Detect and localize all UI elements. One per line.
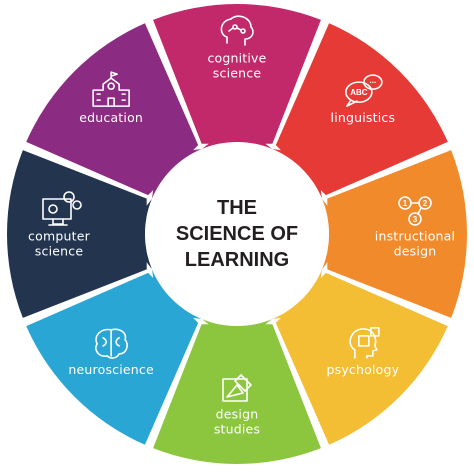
segment-education [26, 23, 199, 196]
label-neuroscience-line1: neuroscience [68, 362, 154, 377]
icons-layer: ABC... 1 23 [42, 15, 432, 402]
label-instructional-design-line2: design [394, 244, 437, 259]
drafting-icon [222, 374, 252, 402]
brain-icon [95, 328, 128, 359]
step-number-1: 1 [403, 199, 408, 208]
label-cognitive-science-line1: cognitive [207, 51, 266, 66]
segment-instructional-design [327, 150, 468, 318]
label-linguistics-line1: linguistics [331, 110, 396, 125]
ring-chevron-design-studies [201, 318, 273, 346]
brain-network-icon [220, 15, 254, 46]
center-title-line1: THE [217, 197, 257, 219]
segment-computer-science [7, 150, 147, 318]
labels-layer: cognitivesciencelinguisticsinstructional… [28, 51, 455, 437]
ring-chevron-cognitive-science [201, 122, 273, 150]
ring-chevron-instructional-design [321, 198, 349, 270]
center-circle: THE SCIENCE OF LEARNING [145, 142, 329, 326]
label-education-line1: education [79, 110, 143, 125]
center-disc [145, 142, 329, 326]
numbered-steps-icon: 1 23 [398, 196, 432, 226]
label-computer-science-line1: computer [28, 229, 91, 244]
school-building-icon [92, 71, 130, 107]
segment-psychology [275, 272, 448, 445]
speech-bubbles-icon: ABC... [345, 74, 383, 107]
segments-layer [7, 4, 468, 464]
label-design-studies-line2: studies [214, 422, 260, 437]
label-cognitive-science-line2: science [213, 66, 262, 81]
step-number-2: 2 [423, 199, 428, 208]
segment-linguistics [275, 23, 448, 196]
monitor-gears-icon [42, 191, 82, 226]
label-design-studies-line1: design [216, 407, 259, 422]
center-title-line2: SCIENCE OF [176, 223, 298, 245]
label-computer-science-line2: science [35, 244, 84, 259]
label-psychology-line1: psychology [326, 362, 399, 377]
abc-text: ABC [350, 88, 368, 97]
label-instructional-design-line1: instructional [375, 229, 455, 244]
dots-text: ... [370, 76, 377, 85]
head-puzzle-icon [349, 327, 380, 359]
step-number-3: 3 [413, 215, 418, 224]
ring-chevron-computer-science [125, 198, 153, 270]
center-title-line3: LEARNING [185, 249, 289, 271]
segment-cognitive-science [153, 4, 321, 144]
